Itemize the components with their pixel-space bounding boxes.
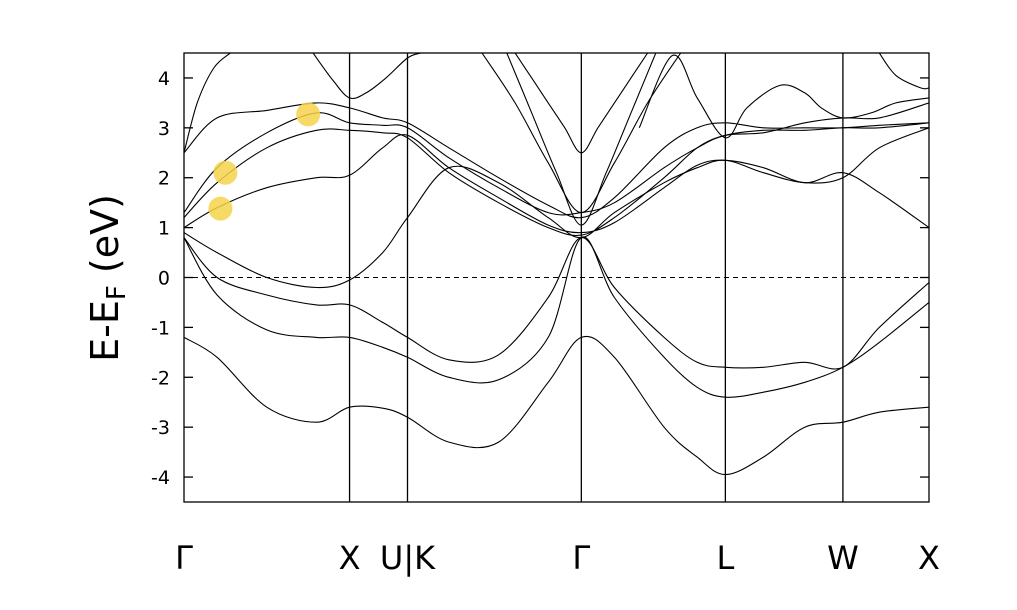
- band-line-9: [184, 53, 231, 153]
- y-tick-label: 4: [158, 68, 170, 90]
- x-tick-label-5: L: [716, 539, 734, 577]
- highlight-marker-3: [296, 102, 321, 127]
- band-line-4: [184, 127, 929, 289]
- band-lines: [184, 53, 929, 476]
- band-line-2: [184, 236, 929, 398]
- y-tick-label: -1: [151, 317, 170, 339]
- highlight-marker-2: [208, 196, 233, 221]
- band-line-14: [638, 54, 929, 139]
- high-symmetry-lines: [348, 53, 844, 502]
- y-tick-label: 3: [158, 118, 170, 140]
- y-tick-label: 2: [158, 168, 170, 190]
- y-axis-label: E-EF (eV): [83, 194, 132, 362]
- x-tick-label-6: W: [827, 539, 859, 577]
- band-line-6: [184, 122, 929, 237]
- band-line-10: [312, 53, 421, 100]
- band-line-8: [184, 102, 929, 219]
- band-line-5: [184, 134, 929, 234]
- highlight-markers: [208, 102, 321, 221]
- highlight-marker-1: [213, 160, 238, 185]
- y-axis-label-subscript: F: [102, 285, 132, 300]
- band-line-3: [184, 237, 929, 370]
- y-tick-label: 0: [158, 268, 170, 290]
- x-tick-label-1: Γ: [175, 539, 193, 577]
- plot-frame: [183, 52, 930, 503]
- x-axis-labels: Γ X U|K Γ L W X: [175, 539, 940, 577]
- band-line-7: [184, 102, 929, 216]
- x-tick-label-2: X: [339, 539, 361, 577]
- y-tick-label: -2: [151, 367, 170, 389]
- y-tick-label: 1: [158, 218, 170, 240]
- x-tick-label-3: U|K: [380, 539, 436, 577]
- y-axis-label-main: E-E: [83, 300, 127, 362]
- y-axis-label-unit: (eV): [83, 194, 127, 285]
- x-tick-label-4: Γ: [572, 539, 590, 577]
- x-tick-label-7: X: [918, 539, 940, 577]
- y-tick-label: -4: [151, 467, 170, 489]
- band-line-1: [184, 335, 929, 476]
- y-axis-ticks: 4 3 2 1 0 -1 -2 -3 -4: [151, 68, 929, 489]
- y-tick-label: -3: [151, 417, 170, 439]
- band-line-15: [878, 53, 929, 90]
